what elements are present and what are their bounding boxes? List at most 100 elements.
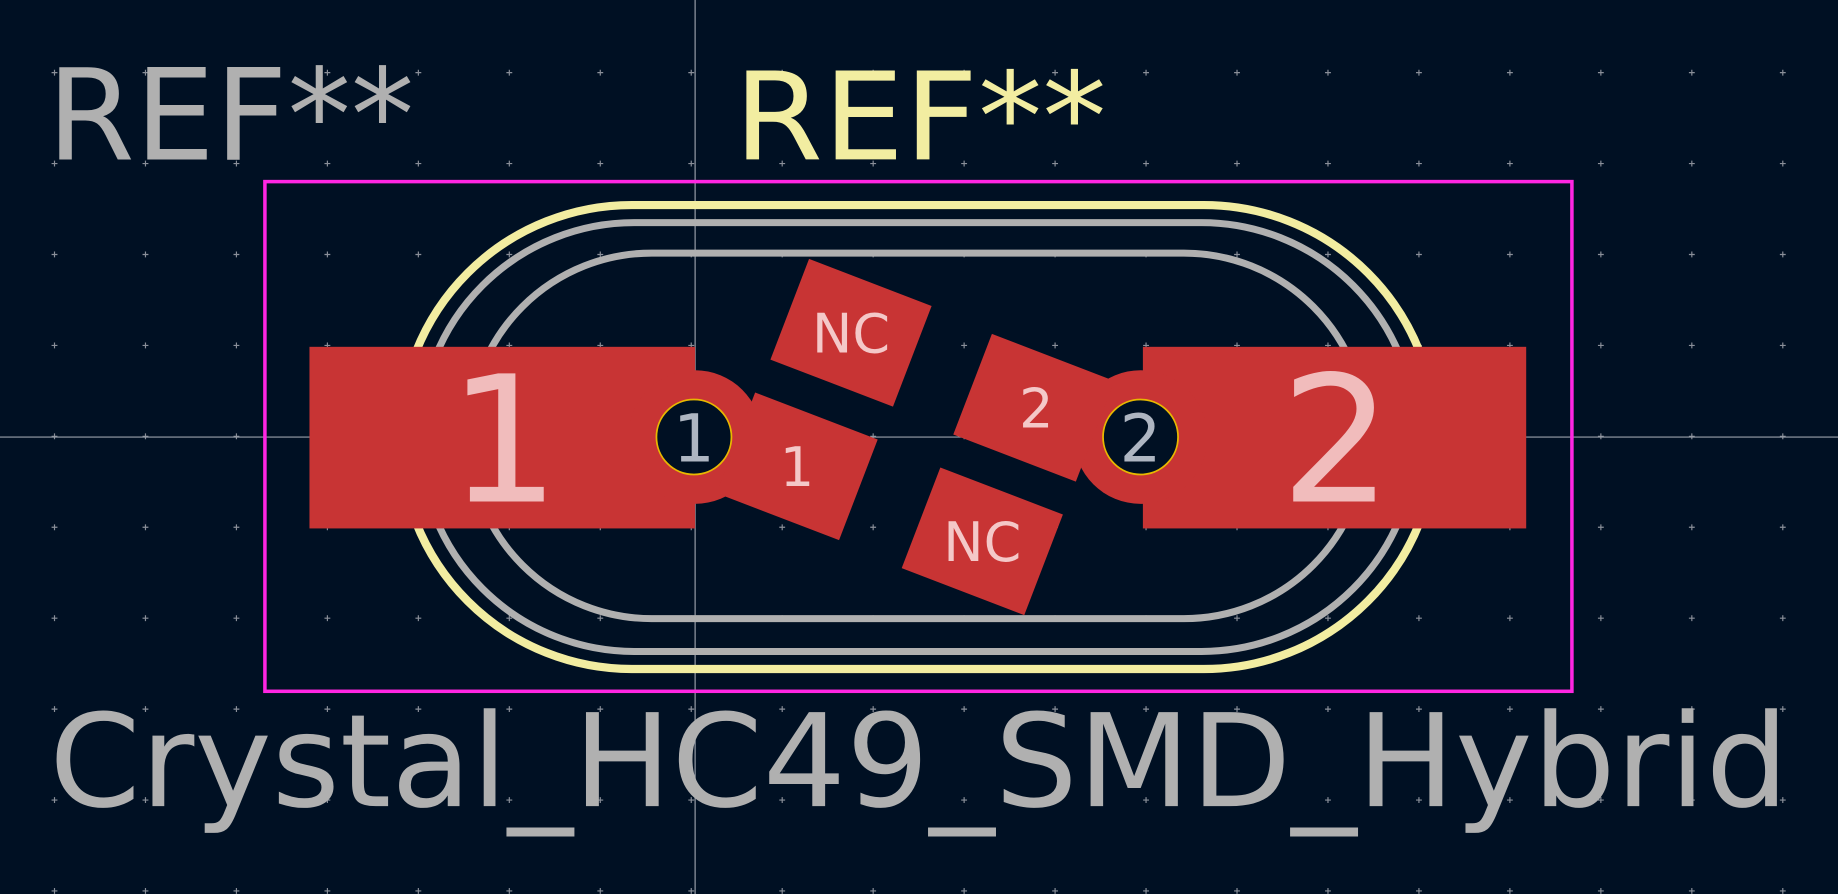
grid-dot	[506, 69, 513, 76]
grid-dot	[142, 888, 149, 894]
grid-dot	[1143, 160, 1149, 167]
grid-dot	[961, 888, 968, 894]
grid-dot	[1688, 69, 1695, 76]
grid-dot	[1779, 888, 1786, 894]
grid-dot	[1052, 706, 1059, 713]
grid-dot	[142, 160, 149, 167]
grid-dot	[1416, 797, 1422, 803]
grid-dot	[1506, 797, 1513, 803]
grid-dot	[324, 251, 331, 258]
grid-dot	[1779, 160, 1786, 167]
grid-dot	[1234, 251, 1240, 258]
grid-dot	[1325, 615, 1331, 622]
grid-dot	[870, 160, 877, 167]
grid-dot	[961, 69, 968, 76]
grid-dot	[1506, 888, 1513, 894]
grid-dot	[1416, 69, 1422, 76]
grid-dot	[233, 69, 240, 76]
grid-dot	[142, 251, 149, 258]
grid-dot	[1597, 615, 1604, 622]
grid-dot	[233, 615, 240, 622]
pad-2[interactable]	[1073, 346, 1527, 529]
pad-nc-bottom[interactable]	[901, 467, 1063, 616]
grid-dot	[142, 342, 149, 349]
grid-dot	[1506, 251, 1513, 258]
grid-dot	[597, 706, 604, 713]
grid-dot	[324, 797, 331, 803]
drill-hole-1	[655, 398, 733, 476]
grid-dot	[961, 160, 968, 167]
grid-dot	[597, 888, 604, 894]
grid-dot	[1416, 888, 1422, 894]
grid-dot	[1325, 706, 1331, 713]
footprint-value-text[interactable]: Crystal_HC49_SMD_Hybrid	[49, 687, 1789, 837]
grid-dot	[597, 160, 604, 167]
grid-dot	[142, 615, 149, 622]
grid-dot	[1506, 706, 1513, 713]
grid-dot	[324, 706, 331, 713]
grid-dot	[1325, 69, 1331, 76]
grid-dot	[1506, 615, 1513, 622]
grid-dot	[506, 251, 513, 258]
grid-dot	[1779, 251, 1786, 258]
grid-dot	[324, 69, 331, 76]
reference-designator[interactable]: REF**	[734, 46, 1107, 188]
pad-2-number: 2	[1280, 340, 1392, 544]
grid-dot	[688, 797, 695, 803]
grid-dot	[1416, 706, 1422, 713]
grid-dot	[779, 524, 786, 531]
grid-dot	[51, 797, 58, 803]
grid-dot	[233, 524, 240, 531]
grid-dot	[1779, 524, 1786, 531]
grid-dot	[51, 251, 58, 258]
grid-dot	[1416, 251, 1422, 258]
pad-nc-top-label: NC	[812, 303, 890, 366]
grid-dot	[142, 433, 149, 440]
grid-dot	[1688, 615, 1695, 622]
grid-dot	[51, 524, 58, 531]
grid-dot	[1597, 160, 1604, 167]
pad-small-2-label: 2	[1019, 378, 1053, 441]
grid-dot	[233, 797, 240, 803]
grid-dot	[415, 251, 422, 258]
grid-dot	[1597, 342, 1604, 349]
pad-small-2[interactable]	[953, 333, 1115, 482]
grid-dot	[415, 160, 422, 167]
grid-dot	[51, 706, 58, 713]
grid-dot	[1779, 706, 1786, 713]
grid-dot	[1597, 797, 1604, 803]
courtyard-outline	[263, 179, 1574, 694]
grid-dot	[415, 615, 422, 622]
grid-dot	[415, 797, 422, 803]
grid-dot	[1779, 797, 1786, 803]
drill-hole-2	[1102, 398, 1179, 476]
pad-small-1[interactable]	[716, 392, 878, 541]
grid-dot	[688, 69, 695, 76]
grid-dot	[779, 160, 786, 167]
grid-dot	[1052, 160, 1059, 167]
grid-dot	[1506, 160, 1513, 167]
grid-dot	[1143, 888, 1149, 894]
grid-dot	[1052, 69, 1059, 76]
grid-dot	[324, 160, 331, 167]
grid-dot	[1779, 69, 1786, 76]
grid-dot	[1234, 160, 1240, 167]
pad-1-number: 1	[448, 340, 560, 544]
grid-dot	[870, 797, 877, 803]
grid-dot	[324, 888, 331, 894]
grid-dot	[1688, 888, 1695, 894]
grid-dot	[1688, 342, 1695, 349]
grid-dot	[233, 888, 240, 894]
grid-dot	[1234, 888, 1240, 894]
grid-dot	[1234, 706, 1240, 713]
grid-dot	[961, 342, 968, 349]
grid-dot	[597, 797, 604, 803]
grid-dot	[1597, 524, 1604, 531]
grid-dot	[1325, 160, 1331, 167]
grid-dot	[961, 706, 968, 713]
grid-dot	[1688, 160, 1695, 167]
grid-dot	[870, 706, 877, 713]
grid-dot	[597, 615, 604, 622]
pad-nc-top[interactable]	[770, 258, 932, 407]
